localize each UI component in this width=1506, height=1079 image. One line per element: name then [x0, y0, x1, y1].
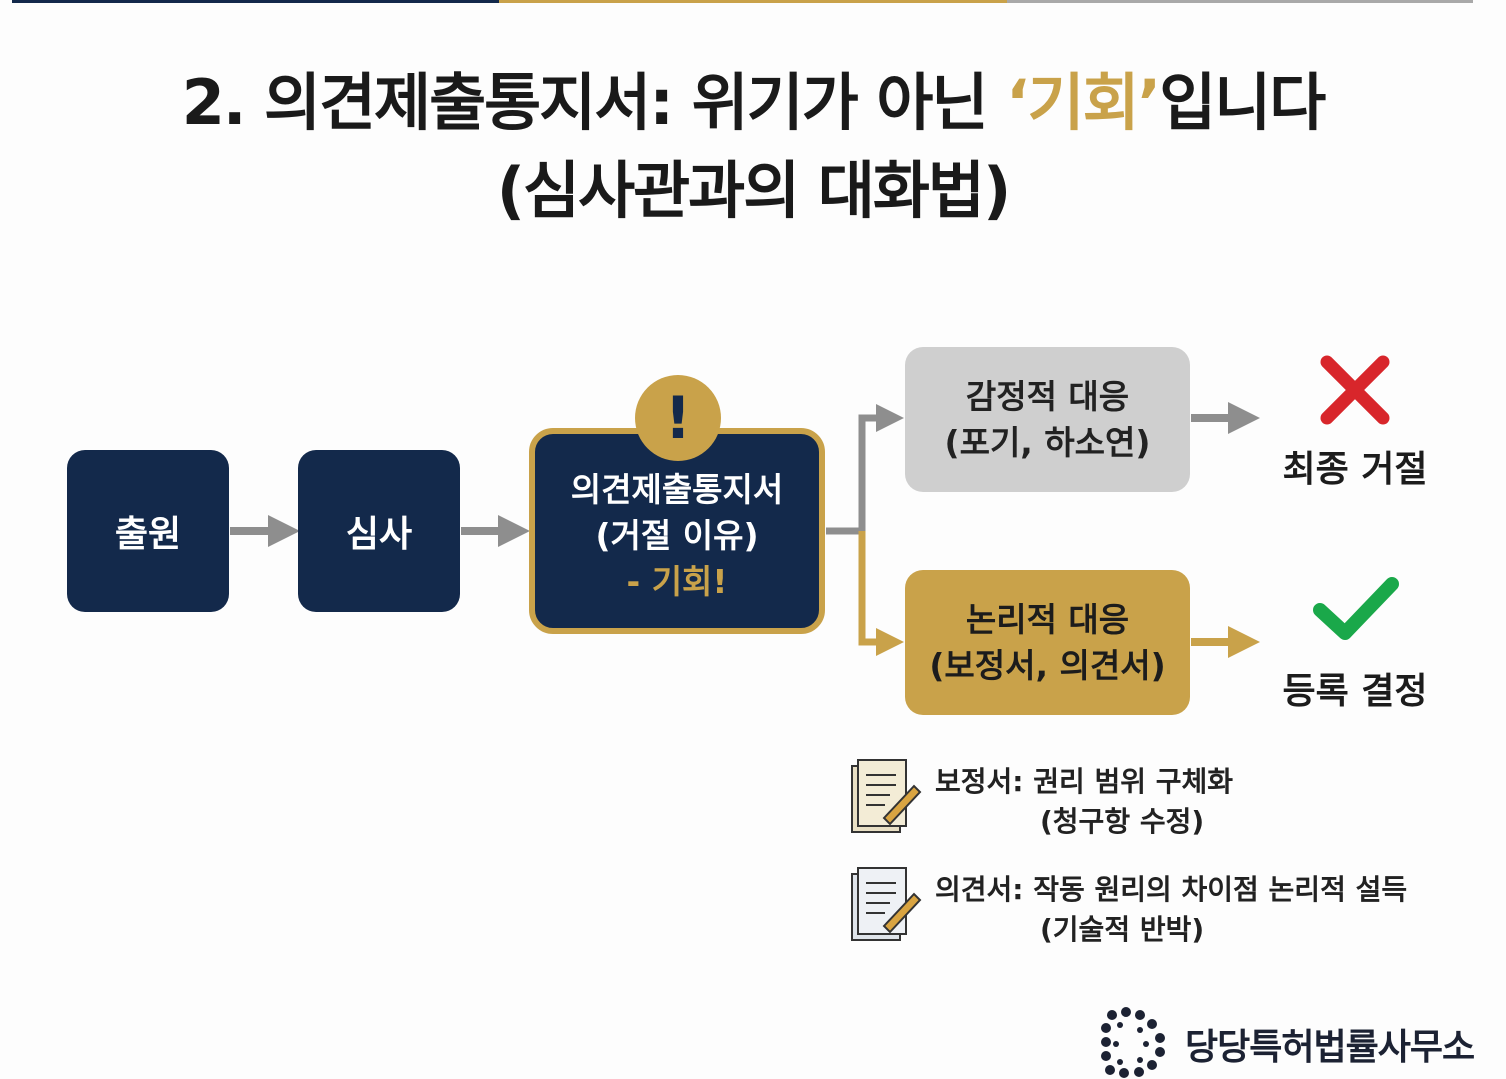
step-examination-label: 심사: [345, 514, 413, 555]
logical-line1: 논리적 대응: [965, 599, 1130, 639]
warning-icon: !: [635, 375, 721, 461]
top-bar-navy: [12, 0, 499, 3]
arrow-logical: [858, 531, 904, 656]
page-title-line2: (심사관과의 대화법): [496, 154, 1012, 227]
title-highlight: ‘기회’: [1006, 66, 1161, 139]
notice-box: 의견제출통지서 (거절 이유) - 기회!: [529, 428, 825, 634]
note-amendment-sub: (청구항 수정): [1040, 805, 1205, 838]
logical-line2: (보정서, 의견서): [929, 645, 1166, 685]
title-suffix: 입니다: [1159, 66, 1326, 139]
logo-text: 당당특허법률사무소: [1185, 1027, 1475, 1068]
note-opinion-sub: (기술적 반박): [1040, 913, 1205, 946]
document-pen-icon-2: [851, 867, 922, 941]
note-opinion: 의견서: 작동 원리의 차이점 논리적 설득: [935, 873, 1408, 906]
step-filing: 출원: [67, 450, 229, 612]
check-icon: [1313, 577, 1399, 640]
logo-mark: [1101, 1007, 1165, 1078]
top-bar-gold: [499, 0, 1007, 3]
warning-mark: !: [664, 384, 692, 452]
x-icon: [1320, 355, 1390, 425]
emotional-line2: (포기, 하소연): [944, 422, 1151, 462]
emotional-response-box: 감정적 대응 (포기, 하소연): [905, 347, 1190, 492]
result-register: 등록 결정: [1282, 671, 1428, 712]
notice-line1: 의견제출통지서: [570, 470, 784, 509]
notice-line3: - 기회!: [626, 562, 728, 601]
top-bar-gray: [1007, 0, 1473, 3]
notice-line2: (거절 이유): [595, 516, 759, 555]
step-filing-label: 출원: [114, 514, 182, 555]
document-pen-icon: [851, 759, 922, 833]
result-reject: 최종 거절: [1282, 449, 1428, 490]
emotional-line1: 감정적 대응: [965, 376, 1130, 416]
title-text: 2. 의견제출통지서: 위기가 아닌: [181, 66, 1006, 139]
page-title-line1: 2. 의견제출통지서: 위기가 아닌 ‘기회’입니다: [0, 52, 1506, 142]
arrow-emotional: [826, 404, 904, 535]
logical-response-box: 논리적 대응 (보정서, 의견서): [905, 570, 1190, 715]
step-examination: 심사: [298, 450, 460, 612]
note-amendment: 보정서: 권리 범위 구체화: [935, 765, 1234, 798]
